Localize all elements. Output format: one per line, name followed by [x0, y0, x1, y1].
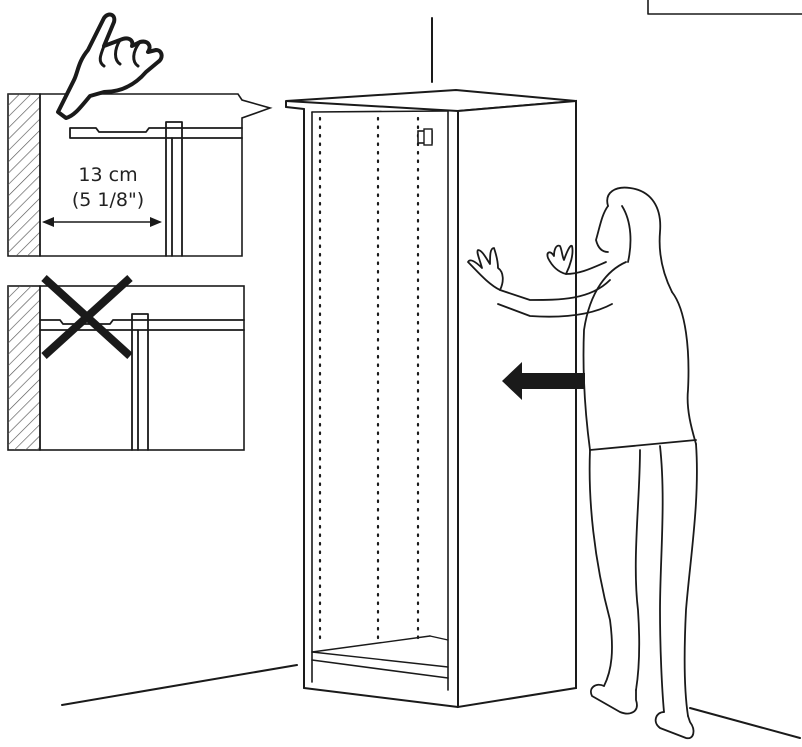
wall-hatch	[8, 94, 40, 256]
wall-hatch	[8, 286, 40, 450]
dimension-imperial-label: (5 1/8")	[72, 189, 144, 211]
callout-incorrect	[8, 278, 244, 450]
wardrobe-frame	[286, 90, 576, 707]
callout-correct: 13 cm (5 1/8")	[8, 94, 270, 256]
dimension-metric-label: 13 cm	[78, 164, 137, 186]
